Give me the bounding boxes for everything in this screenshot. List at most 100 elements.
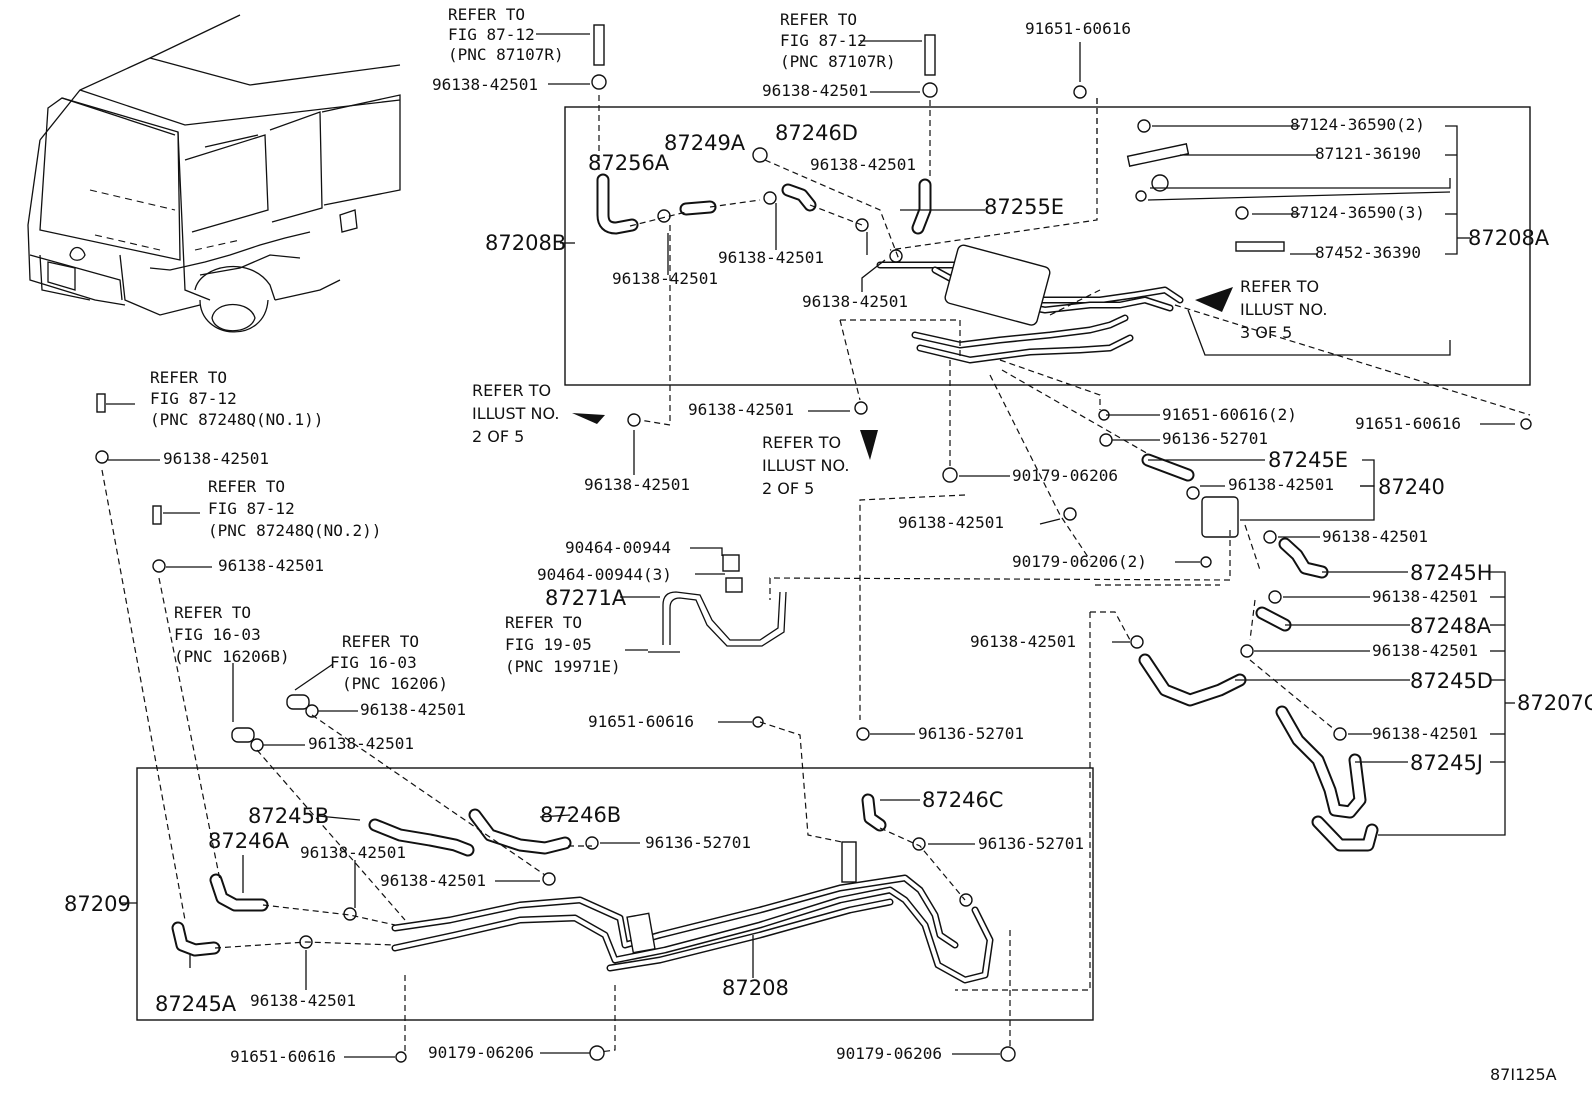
refer-fig-87-12-a-line1: REFER TO	[448, 5, 525, 24]
refer-fig-87-12-d-line2: FIG 87-12	[208, 499, 295, 518]
refer-fig-87-12-b-line3: (PNC 87107R)	[780, 52, 896, 71]
refer-fig-87-12-d-line3: (PNC 87248Q(NO.2))	[208, 521, 381, 540]
part-96138-42501-240: 96138-42501	[1228, 475, 1334, 494]
right-hoses	[1138, 453, 1379, 852]
part-96138-42501-mid1: 96138-42501	[688, 400, 794, 419]
part-87209: 87209	[64, 892, 131, 916]
part-96136-52701-mid: 96136-52701	[918, 724, 1024, 743]
refer-illust-3-line3: 3 OF 5	[1240, 323, 1292, 342]
refer-illust-2a-line1: REFER TO	[472, 381, 551, 400]
part-96136-52701-b1: 96136-52701	[645, 833, 751, 852]
part-96138-42501-in3: 96138-42501	[718, 248, 824, 267]
part-91651-60616-mid: 91651-60616	[588, 712, 694, 731]
part-96138-42501-b1: 96138-42501	[300, 843, 406, 862]
part-87208B: 87208B	[485, 231, 566, 255]
part-91651-60616-2: 91651-60616(2)	[1162, 405, 1297, 424]
part-96138-42501-left: 96138-42501	[970, 632, 1076, 651]
part-87248A: 87248A	[1410, 614, 1492, 638]
part-87249A: 87249A	[664, 131, 746, 155]
part-96138-42501-c: 96138-42501	[898, 513, 1004, 532]
part-91651-60616-top: 91651-60616	[1025, 19, 1131, 38]
refer-fig-87-12-c-line3: (PNC 87248Q(NO.1))	[150, 410, 323, 429]
refer-illust-2b-line1: REFER TO	[762, 433, 841, 452]
part-87246C: 87246C	[922, 788, 1003, 812]
part-96138-42501-r1: 96138-42501	[1322, 527, 1428, 546]
part-87255E: 87255E	[984, 195, 1064, 219]
refer-fig-16-03-a-line2: FIG 16-03	[174, 625, 261, 644]
part-87245A: 87245A	[155, 992, 237, 1016]
refer-fig-19-05-line1: REFER TO	[505, 613, 582, 632]
part-96138-42501-b2: 96138-42501	[380, 871, 486, 890]
refer-fig-19-05-line3: (PNC 19971E)	[505, 657, 621, 676]
part-90179-06206-2: 90179-06206(2)	[1012, 552, 1147, 571]
clamps	[95, 24, 1532, 1063]
part-91651-60616-right: 91651-60616	[1355, 414, 1461, 433]
part-96138-42501-b3: 96138-42501	[250, 991, 356, 1010]
part-90179-06206-b1: 90179-06206	[428, 1043, 534, 1062]
part-96138-42501-l1: 96138-42501	[163, 449, 269, 468]
part-96138-42501-l2: 96138-42501	[218, 556, 324, 575]
part-96138-42501-mid2: 96138-42501	[584, 475, 690, 494]
part-96136-52701-b2: 96136-52701	[978, 834, 1084, 853]
refer-illust-3-line1: REFER TO	[1240, 277, 1319, 296]
part-87124-36590-3: 87124-36590(3)	[1290, 203, 1425, 222]
part-96138-42501-l3: 96138-42501	[360, 700, 466, 719]
part-96138-42501-in2: 96138-42501	[612, 269, 718, 288]
part-87124-36590-2: 87124-36590(2)	[1290, 115, 1425, 134]
part-96138-42501-r2: 96138-42501	[1372, 587, 1478, 606]
refer-fig-87-12-d-line1: REFER TO	[208, 477, 285, 496]
part-90464-00944-3: 90464-00944(3)	[537, 565, 672, 584]
refer-illust-2a-line3: 2 OF 5	[472, 427, 524, 446]
vehicle-illustration	[27, 14, 401, 333]
part-96136-52701-r: 96136-52701	[1162, 429, 1268, 448]
part-87208A: 87208A	[1468, 226, 1550, 250]
small-hose-87271A	[648, 554, 787, 653]
refer-fig-87-12-b-line2: FIG 87-12	[780, 31, 867, 50]
part-90179-06206-a: 90179-06206	[1012, 466, 1118, 485]
part-87245E: 87245E	[1268, 448, 1348, 472]
part-87245D: 87245D	[1410, 669, 1493, 693]
part-91651-60616-bot: 91651-60616	[230, 1047, 336, 1066]
part-87245J: 87245J	[1410, 751, 1483, 775]
refer-illust-2b-line2: ILLUST NO.	[762, 456, 849, 475]
refer-fig-87-12-b-line1: REFER TO	[780, 10, 857, 29]
reference-labels: REFER TO FIG 87-12 (PNC 87107R) REFER TO…	[150, 5, 1327, 693]
part-87207C: 87207C	[1517, 691, 1592, 715]
part-96138-42501-top-a: 96138-42501	[432, 75, 538, 94]
part-87271A: 87271A	[545, 586, 627, 610]
dashed-guides	[101, 95, 1531, 1053]
part-87452-36390: 87452-36390	[1315, 243, 1421, 262]
refer-fig-16-03-b-line1: REFER TO	[342, 632, 419, 651]
part-96138-42501-l4: 96138-42501	[308, 734, 414, 753]
part-number-labels: 96138-42501 96138-42501 91651-60616 8725…	[64, 19, 1592, 1084]
reference-arrows	[572, 287, 1233, 460]
part-87246D: 87246D	[775, 121, 858, 145]
refer-illust-3-line2: ILLUST NO.	[1240, 300, 1327, 319]
refer-illust-2b-line3: 2 OF 5	[762, 479, 814, 498]
part-87246A: 87246A	[208, 829, 290, 853]
refer-fig-87-12-a-line2: FIG 87-12	[448, 25, 535, 44]
part-96138-42501-top-b: 96138-42501	[762, 81, 868, 100]
part-96138-42501-r3: 96138-42501	[1372, 641, 1478, 660]
refer-fig-16-03-a-line3: (PNC 16206B)	[174, 647, 290, 666]
part-87245B: 87245B	[248, 804, 329, 828]
refer-fig-87-12-c-line2: FIG 87-12	[150, 389, 237, 408]
part-96138-42501-in1: 96138-42501	[810, 155, 916, 174]
part-87208: 87208	[722, 976, 789, 1000]
part-87240: 87240	[1378, 475, 1445, 499]
refer-fig-16-03-b-line3: (PNC 16206)	[342, 674, 448, 693]
upper-group-frame	[564, 106, 1531, 386]
part-87256A: 87256A	[588, 151, 670, 175]
refer-illust-2a-line2: ILLUST NO.	[472, 404, 559, 423]
refer-fig-16-03-a-line1: REFER TO	[174, 603, 251, 622]
part-96138-42501-r4: 96138-42501	[1372, 724, 1478, 743]
leader-lines	[106, 33, 1515, 1058]
part-87245H: 87245H	[1410, 561, 1493, 585]
lower-hoses	[171, 793, 994, 984]
figure-code: 87I125A	[1490, 1065, 1557, 1084]
part-87246B: 87246B	[540, 803, 621, 827]
refer-fig-19-05-line2: FIG 19-05	[505, 635, 592, 654]
part-90179-06206-b2: 90179-06206	[836, 1044, 942, 1063]
refer-fig-87-12-c-line1: REFER TO	[150, 368, 227, 387]
